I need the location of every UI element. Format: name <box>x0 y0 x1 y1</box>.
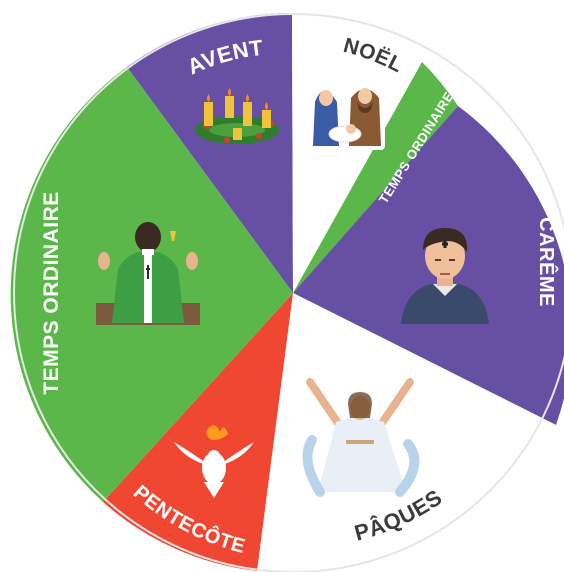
priest-at-altar-icon <box>96 222 200 325</box>
label-temps-ordinaire-2: TEMPS ORDINAIRE <box>40 191 63 395</box>
nativity-icon <box>305 76 385 150</box>
ash-wednesday-man-icon <box>401 228 489 324</box>
segment-avent <box>127 13 293 293</box>
segment-temps-ordinaire-1 <box>293 62 458 293</box>
segment-paques <box>257 293 556 572</box>
risen-christ-icon <box>302 378 420 497</box>
wheel-outline <box>13 13 564 572</box>
segment-pentecote <box>103 293 293 571</box>
label-careme: CARÊME <box>535 217 559 307</box>
segments <box>10 13 564 572</box>
holy-spirit-dove-icon <box>174 425 254 498</box>
advent-wreath-icon <box>195 88 279 144</box>
